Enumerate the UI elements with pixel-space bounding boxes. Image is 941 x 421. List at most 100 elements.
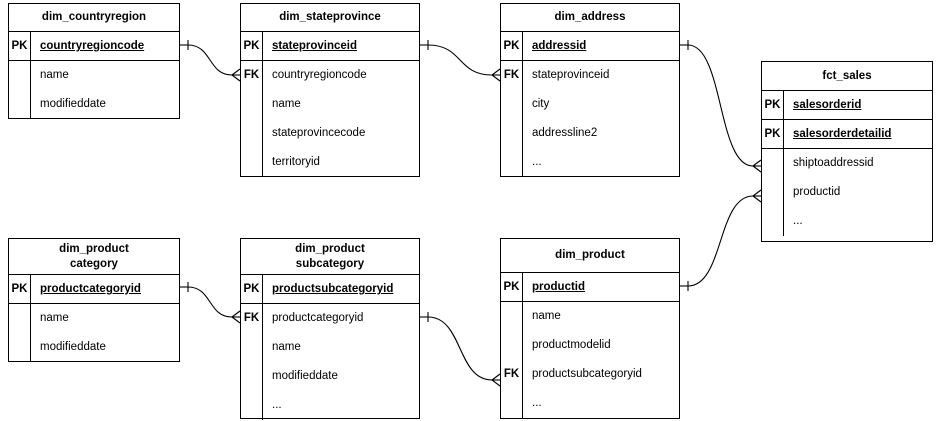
key-column-dim_productcategory-0: PK bbox=[9, 275, 31, 303]
field-dim_stateprovince-countryregioncode: countryregioncode bbox=[272, 69, 367, 81]
field-dim_stateprovince-stateprovinceid: stateprovinceid bbox=[272, 40, 357, 52]
field-column-dim_productcategory-1: name modifieddate bbox=[31, 304, 179, 362]
key-column-dim_countryregion-1 bbox=[9, 61, 31, 119]
field-dim_productcategory-name: name bbox=[40, 312, 69, 324]
marker-many-crowsfoot bbox=[491, 68, 501, 82]
field-dim_productsubcategory-productcategoryid: productcategoryid bbox=[272, 312, 364, 324]
field-dim_address-addressid: addressid bbox=[532, 40, 587, 52]
field-fct_sales-shiptoaddressid: shiptoaddressid bbox=[793, 157, 874, 169]
relationship-line bbox=[187, 44, 233, 76]
key-column-dim_product-0: PK bbox=[501, 273, 523, 301]
key-badge-fk: FK bbox=[503, 368, 520, 380]
key-column-dim_product-1: FK bbox=[501, 302, 523, 418]
key-badge-pk: PK bbox=[503, 40, 520, 52]
crowsfoot-prong-bottom bbox=[752, 165, 762, 173]
field-dim_productcategory-modifieddate: modifieddate bbox=[40, 341, 106, 353]
key-column-dim_stateprovince-0: PK bbox=[241, 32, 263, 60]
key-badge-pk: PK bbox=[764, 99, 781, 111]
entity-section-dim_countryregion-1: name modifieddate bbox=[9, 61, 179, 119]
crowsfoot-prong-top bbox=[231, 310, 241, 318]
marker-many-crowsfoot bbox=[231, 68, 241, 82]
key-column-dim_address-0: PK bbox=[501, 32, 523, 60]
crowsfoot-prong-bottom bbox=[491, 379, 501, 387]
field-dim_stateprovince-name: name bbox=[272, 98, 301, 110]
key-badge-pk: PK bbox=[503, 281, 520, 293]
relationship-rel-stateprovince-address[interactable] bbox=[420, 40, 501, 82]
relationship-rel-countryregion-stateprovince[interactable] bbox=[180, 40, 241, 82]
field-dim_address-city: city bbox=[532, 98, 550, 110]
relationship-line bbox=[687, 195, 754, 287]
key-badge-pk: PK bbox=[243, 40, 260, 52]
crowsfoot-prong-bottom bbox=[491, 74, 501, 82]
marker-many-crowsfoot bbox=[752, 159, 762, 173]
marker-many-crowsfoot bbox=[231, 310, 241, 324]
entity-section-dim_productsubcategory-0: PK productsubcategoryid bbox=[241, 275, 419, 304]
crowsfoot-prong-bottom bbox=[231, 74, 241, 82]
field-dim_address--: ... bbox=[532, 156, 542, 168]
field-dim_productsubcategory-productsubcategoryid: productsubcategoryid bbox=[272, 283, 394, 295]
entity-section-dim_productcategory-1: name modifieddate bbox=[9, 304, 179, 362]
field-dim_product-productsubcategoryid: productsubcategoryid bbox=[532, 368, 642, 380]
field-dim_address-addressline2: addressline2 bbox=[532, 127, 598, 139]
relationship-line bbox=[427, 316, 493, 381]
field-dim_product-name: name bbox=[532, 310, 561, 322]
marker-many-crowsfoot bbox=[752, 189, 762, 203]
relationship-rel-productcategory-productsubcategory[interactable] bbox=[180, 282, 241, 324]
crowsfoot-prong-bottom bbox=[752, 195, 762, 203]
entity-title-dim_product: dim_product bbox=[501, 239, 679, 273]
field-dim_address-stateprovinceid: stateprovinceid bbox=[532, 69, 610, 81]
entity-section-dim_product-0: PK productid bbox=[501, 273, 679, 302]
field-column-dim_countryregion-0: countryregioncode bbox=[31, 32, 179, 60]
entity-section-dim_product-1: FK name productmodelid productsubcategoryid… bbox=[501, 302, 679, 418]
field-dim_product-productid: productid bbox=[532, 281, 586, 293]
field-dim_countryregion-name: name bbox=[40, 69, 69, 81]
relationship-line bbox=[187, 286, 233, 318]
field-dim_countryregion-countryregioncode: countryregioncode bbox=[40, 40, 145, 52]
entity-title-dim_productsubcategory: dim_product subcategory bbox=[241, 239, 419, 275]
field-fct_sales-salesorderid: salesorderid bbox=[793, 99, 862, 111]
crowsfoot-prong-top bbox=[491, 68, 501, 76]
entity-section-dim_stateprovince-0: PK stateprovinceid bbox=[241, 32, 419, 61]
field-column-fct_sales-1: salesorderdetailid bbox=[784, 120, 932, 148]
entity-section-dim_address-0: PK addressid bbox=[501, 32, 679, 61]
key-column-fct_sales-2 bbox=[762, 149, 784, 236]
field-column-fct_sales-0: salesorderid bbox=[784, 91, 932, 119]
relationship-rel-productsubcategory-product[interactable] bbox=[420, 312, 501, 387]
entity-section-fct_sales-2: shiptoaddressid productid... bbox=[762, 149, 932, 236]
key-column-dim_address-1: FK bbox=[501, 61, 523, 177]
field-fct_sales--: ... bbox=[793, 215, 803, 227]
marker-many-crowsfoot bbox=[491, 373, 501, 387]
field-column-dim_address-0: addressid bbox=[523, 32, 679, 60]
crowsfoot-prong-top bbox=[752, 189, 762, 197]
key-badge-pk: PK bbox=[243, 283, 260, 295]
field-dim_countryregion-modifieddate: modifieddate bbox=[40, 98, 106, 110]
key-badge-fk: FK bbox=[503, 69, 520, 81]
field-dim_productsubcategory-modifieddate: modifieddate bbox=[272, 370, 338, 382]
field-fct_sales-productid: productid bbox=[793, 186, 841, 198]
field-dim_productcategory-productcategoryid: productcategoryid bbox=[40, 283, 141, 295]
key-badge-fk: FK bbox=[243, 312, 260, 324]
relationship-rel-product-fctsales[interactable] bbox=[680, 189, 762, 291]
key-badge-fk: FK bbox=[243, 69, 260, 81]
key-column-dim_productcategory-1 bbox=[9, 304, 31, 362]
key-column-fct_sales-0: PK bbox=[762, 91, 784, 119]
field-dim_stateprovince-territoryid: territoryid bbox=[272, 156, 320, 168]
relationship-rel-address-fctsales[interactable] bbox=[680, 40, 762, 173]
crowsfoot-prong-top bbox=[231, 68, 241, 76]
field-column-fct_sales-2: shiptoaddressid productid... bbox=[784, 149, 932, 236]
crowsfoot-prong-bottom bbox=[231, 316, 241, 324]
field-dim_product-productmodelid: productmodelid bbox=[532, 339, 611, 351]
